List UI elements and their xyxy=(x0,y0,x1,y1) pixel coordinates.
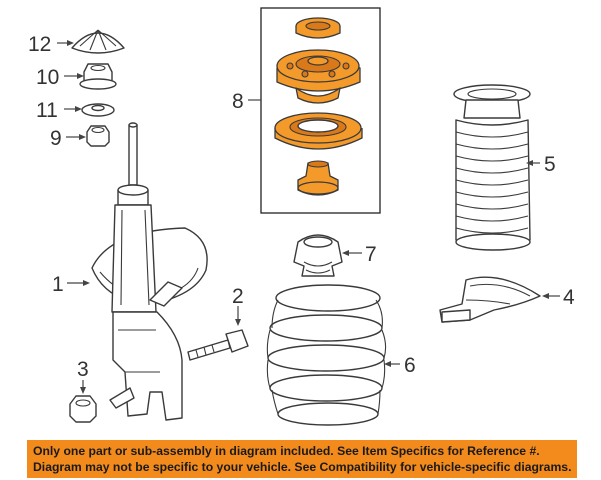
callout-5: 5 xyxy=(544,153,556,176)
part-9-nut[interactable] xyxy=(86,125,110,147)
callout-4: 4 xyxy=(563,286,575,309)
part-12-dust-cap[interactable] xyxy=(71,29,125,54)
part-6-coil-spring[interactable] xyxy=(266,284,387,426)
disclaimer-line-2: Diagram may not be specific to your vehi… xyxy=(33,460,572,474)
part-11-washer[interactable] xyxy=(81,103,115,117)
callout-12: 12 xyxy=(28,33,51,56)
disclaimer-banner: Only one part or sub-assembly in diagram… xyxy=(27,440,577,478)
callout-8: 8 xyxy=(232,90,244,113)
part-8-mount-kit[interactable] xyxy=(274,17,363,196)
part-5-dust-boot[interactable] xyxy=(453,84,531,251)
callout-2: 2 xyxy=(232,285,244,308)
callout-6: 6 xyxy=(404,354,416,377)
callout-3: 3 xyxy=(77,358,89,381)
highlight-group-frame xyxy=(260,7,381,214)
part-4-insulator[interactable] xyxy=(439,276,541,323)
part-7-bump-stop[interactable] xyxy=(293,234,343,277)
part-1-strut[interactable] xyxy=(91,122,208,421)
part-3-nut[interactable] xyxy=(69,395,97,423)
callout-1: 1 xyxy=(52,273,64,296)
part-2-bolt[interactable] xyxy=(187,329,249,361)
callout-10: 10 xyxy=(36,66,59,89)
callout-9: 9 xyxy=(50,127,62,150)
callout-7: 7 xyxy=(365,243,377,266)
disclaimer-line-1: Only one part or sub-assembly in diagram… xyxy=(33,444,540,458)
part-10-flange-nut[interactable] xyxy=(79,63,117,90)
leader-lines xyxy=(57,40,560,394)
callout-11: 11 xyxy=(36,99,58,122)
